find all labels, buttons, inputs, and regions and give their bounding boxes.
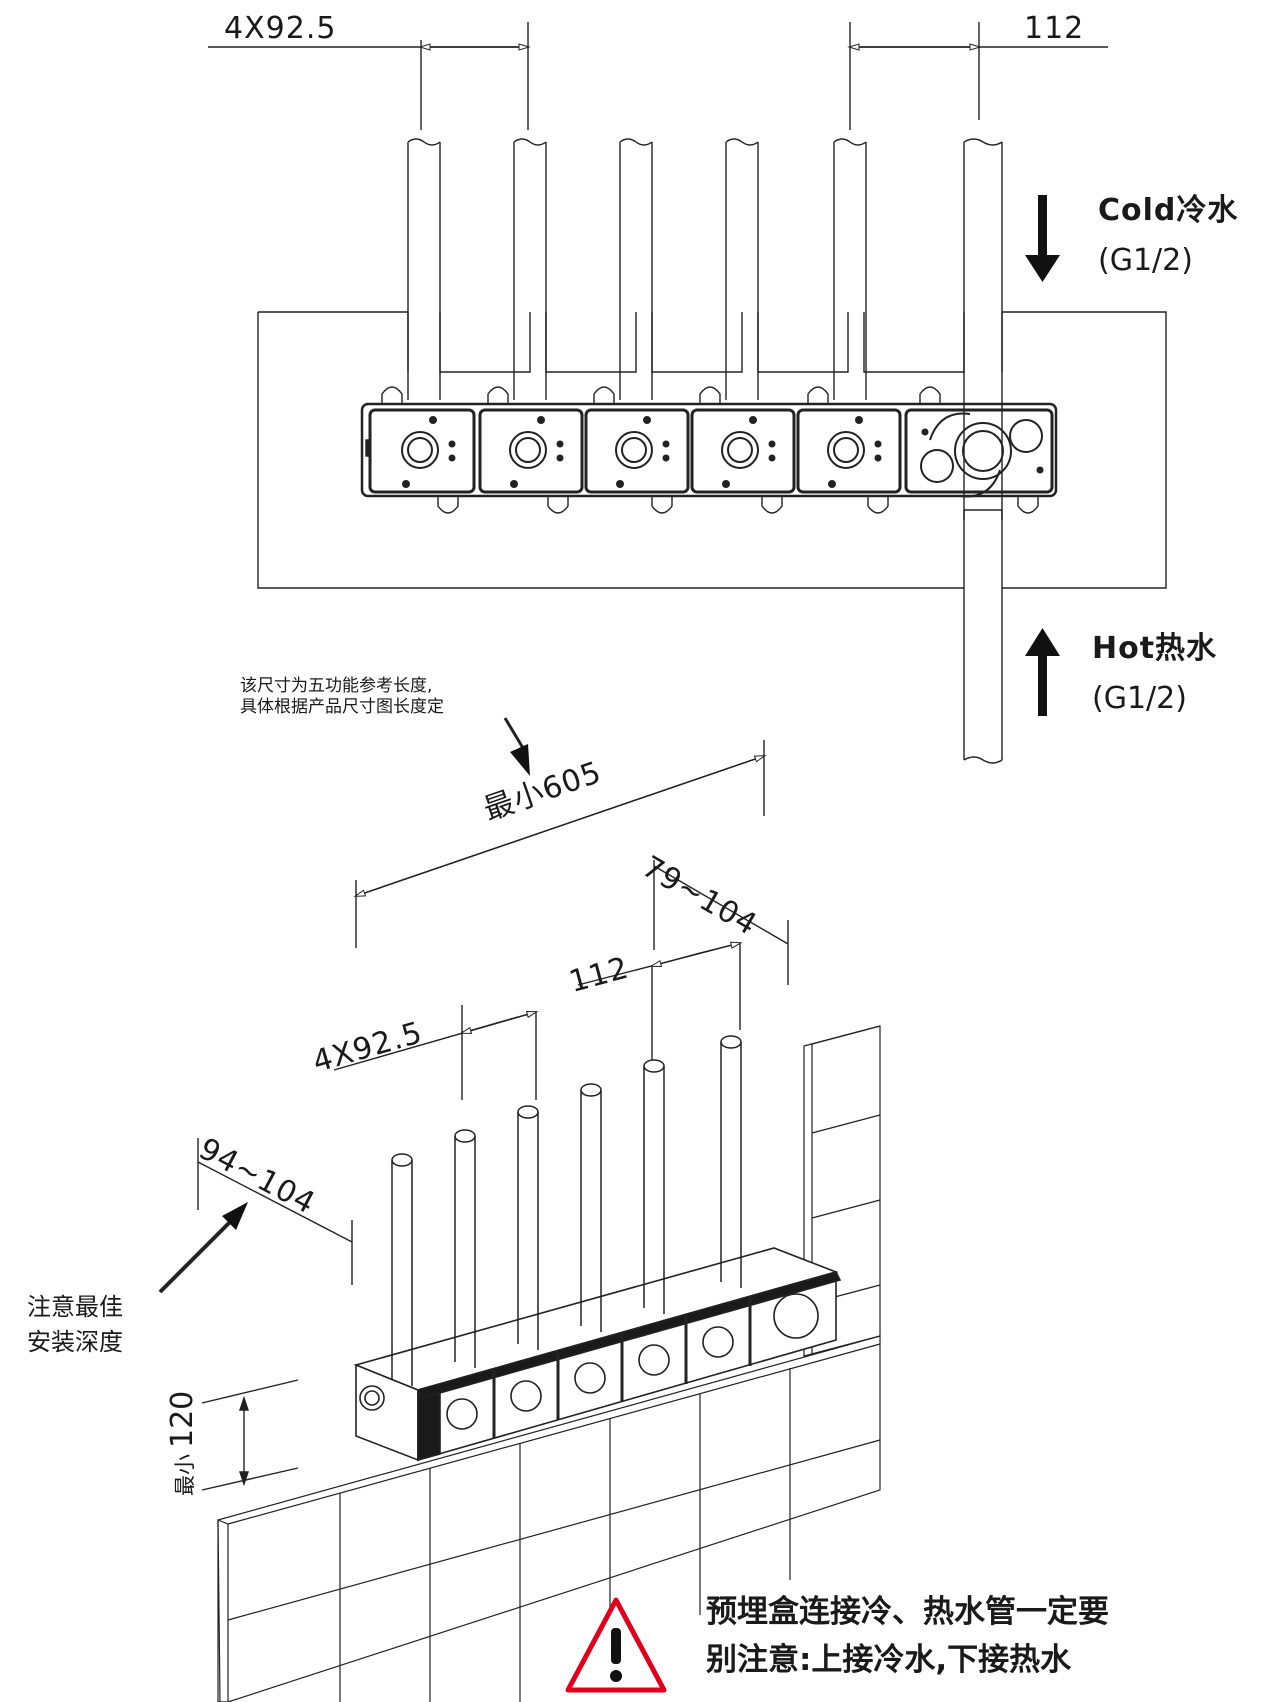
- screw-dots: [402, 416, 1044, 488]
- top-dim-spacing-label: 4X92.5: [224, 11, 337, 46]
- warning-text: 预埋盒连接冷、热水管一定要 别注意:上接冷水,下接热水: [706, 1588, 1109, 1684]
- wall-recess: [257, 311, 1167, 589]
- dim-min-height-lines: [201, 1379, 299, 1491]
- depth-note-line-1: 注意最佳: [27, 1293, 123, 1321]
- cold-flow-arrow-icon: [1025, 195, 1060, 282]
- warning-triangle-icon: [565, 1597, 667, 1693]
- dim-spacing-lines: [333, 1005, 539, 1100]
- depth-note-line-2: 安装深度: [27, 1328, 123, 1356]
- reference-note: 该尺寸为五功能参考长度, 具体根据产品尺寸图长度定: [240, 676, 444, 718]
- warning-line-2: 别注意:上接冷水,下接热水: [706, 1642, 1072, 1678]
- warning-line-1: 预埋盒连接冷、热水管一定要: [706, 1594, 1109, 1630]
- cold-water-label: Cold冷水: [1098, 193, 1239, 228]
- note-leader-arrow: [503, 717, 530, 776]
- cold-thread-label: (G1/2): [1098, 243, 1193, 278]
- top-dim-pitch-label: 112: [1024, 11, 1085, 46]
- iso-manifold: [353, 1247, 842, 1462]
- reference-note-line-1: 该尺寸为五功能参考长度,: [240, 676, 433, 696]
- dim-min-height-prefix: 最小: [173, 1454, 197, 1496]
- hot-water-label: Hot热水: [1092, 631, 1218, 666]
- tiled-wall: [217, 1025, 881, 1702]
- dim-pitch-lines: [577, 941, 743, 1060]
- dim-min-height-label: 最小 120: [165, 1390, 200, 1496]
- top-dim-spacing-lines: [208, 22, 531, 130]
- mounting-tabs: [381, 386, 1039, 514]
- top-dim-pitch-lines: [847, 22, 1108, 130]
- iso-pipes: [391, 1035, 742, 1386]
- top-view: [208, 22, 1167, 764]
- dim-min-length-lines: [353, 740, 767, 948]
- valve-faces: [401, 412, 1043, 498]
- depth-leader-arrow: [158, 1202, 248, 1294]
- hot-flow-arrow-icon: [1025, 628, 1060, 716]
- hot-thread-label: (G1/2): [1092, 681, 1187, 716]
- reference-note-line-2: 具体根据产品尺寸图长度定: [240, 697, 444, 717]
- manifold-box: [360, 402, 1058, 498]
- pipes-top: [407, 138, 1003, 764]
- depth-note: 注意最佳 安装深度: [27, 1290, 123, 1360]
- iso-view: [158, 717, 881, 1702]
- dim-range-a-lines: [653, 860, 789, 985]
- dim-depth-lines: [197, 1138, 353, 1285]
- dim-min-height-value: 120: [165, 1390, 200, 1448]
